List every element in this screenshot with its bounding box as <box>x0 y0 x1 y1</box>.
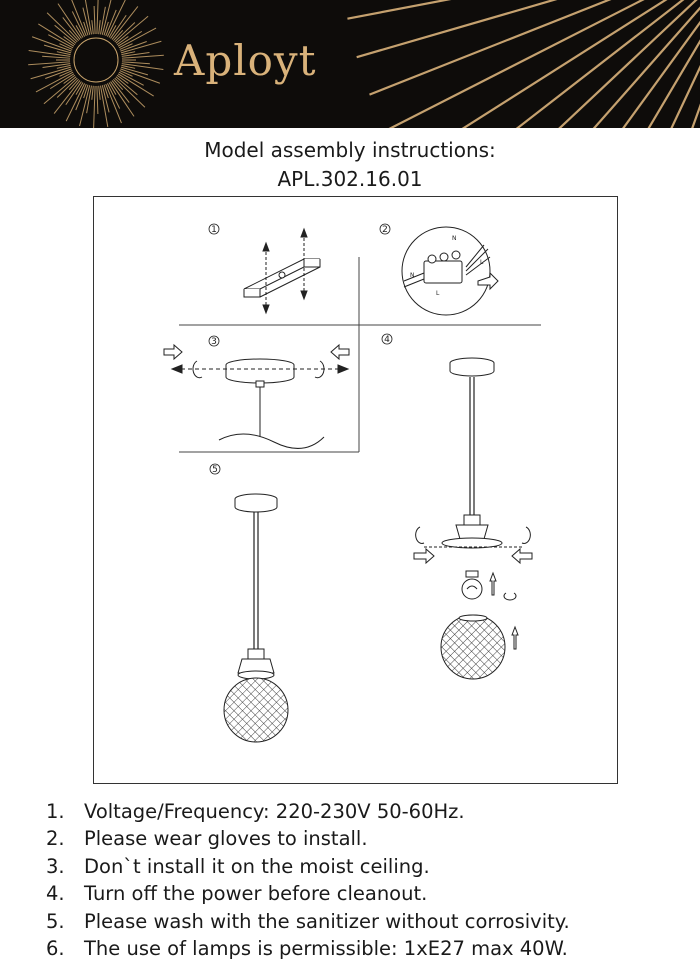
instructions-list: 1.Voltage/Frequency: 220-230V 50-60Hz. 2… <box>46 798 570 962</box>
model-number: APL.302.16.01 <box>277 167 423 191</box>
step-number: 5 <box>212 465 218 475</box>
step-number: 4 <box>384 335 390 345</box>
list-item: 1.Voltage/Frequency: 220-230V 50-60Hz. <box>46 800 465 823</box>
wire-label: N <box>410 272 415 279</box>
panel-dividers <box>179 257 541 453</box>
list-item: 6.The use of lamps is permissible: 1xE27… <box>46 937 568 961</box>
step-number: 1 <box>211 225 217 235</box>
assembly-diagram: 1 2 3 4 5 <box>93 196 618 784</box>
canopy-screws-icon <box>163 343 350 449</box>
terminal-block-icon: N L N L <box>401 226 499 316</box>
step-number: 3 <box>211 337 217 347</box>
assembly-drawing: 1 2 3 4 5 <box>163 223 541 743</box>
list-item: 5.Please wash with the sanitizer without… <box>46 909 570 933</box>
list-item: 3.Don`t install it on the moist ceiling. <box>46 854 430 878</box>
lampholder-assembly-icon <box>413 357 533 680</box>
wire-label: L <box>436 290 440 297</box>
brand-header: Aployt <box>0 0 700 128</box>
document-title: Model assembly instructions: <box>204 138 496 162</box>
step-number: 2 <box>382 225 388 235</box>
wire-label: L <box>480 259 484 266</box>
brand-logo: Aployt <box>174 36 317 85</box>
mounting-bracket-icon <box>243 227 321 315</box>
list-item: 2.Please wear gloves to install. <box>46 827 368 851</box>
completed-pendant-icon <box>223 493 289 743</box>
wire-label: N <box>452 235 457 242</box>
sunburst-decoration <box>28 0 700 128</box>
list-item: 4.Turn off the power before cleanout. <box>46 882 428 906</box>
